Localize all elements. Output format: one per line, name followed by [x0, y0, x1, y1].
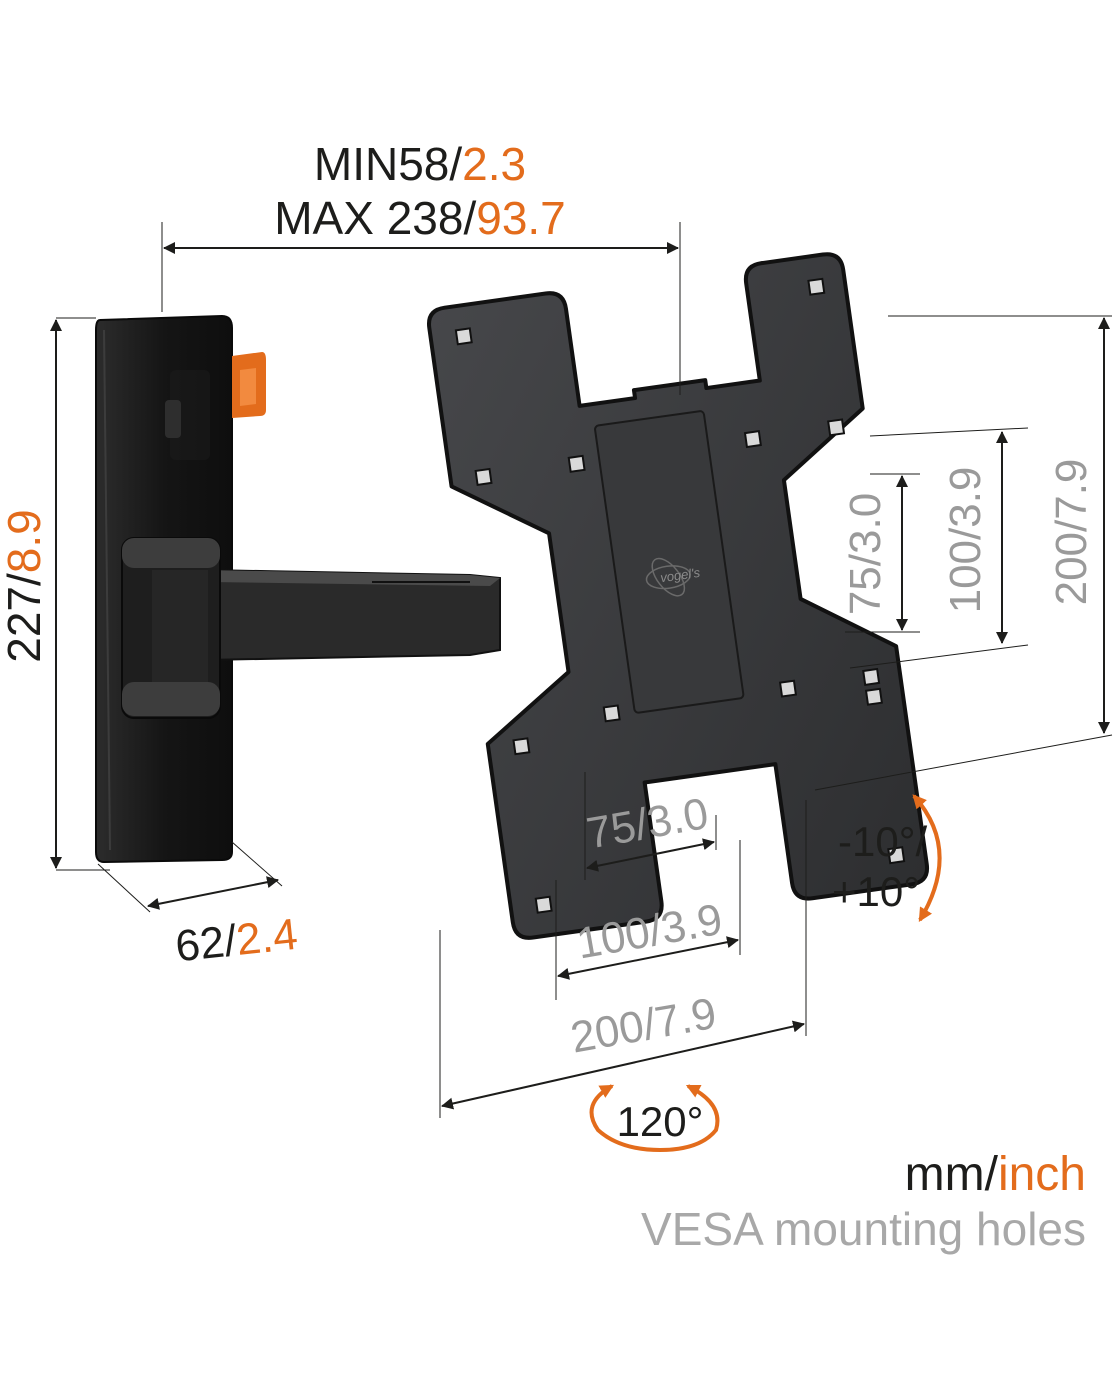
tilt-indicator: -10°/ +10° — [832, 794, 942, 923]
legend: mm/inch VESA mounting holes — [641, 1148, 1086, 1255]
swing-arm — [204, 568, 501, 662]
units-label: mm/inch — [905, 1148, 1086, 1201]
vesa-h-200-label: 200/7.9 — [567, 989, 720, 1063]
brand-label: vogel's — [659, 565, 701, 585]
vesa-v-200-label: 200/7.9 — [1047, 459, 1096, 606]
arm-extension-min-label: MIN58/2.3 — [314, 138, 526, 190]
swivel-indicator: 120° — [589, 1084, 720, 1152]
vesa-plate: vogel's — [427, 252, 930, 940]
vesa-holes — [454, 277, 906, 914]
arm-extension-dimension: MIN58/2.3 MAX 238/93.7 — [161, 138, 681, 395]
vesa-vertical-dimensions: 75/3.0 100/3.9 200/7.9 — [814, 315, 1113, 791]
tilt-line1-label: -10°/ — [838, 818, 927, 865]
wall-depth-dimension: 62/2.4 — [97, 841, 300, 972]
wall-depth-label: 62/2.4 — [173, 910, 300, 972]
orange-release-tab — [232, 352, 266, 418]
vesa-v-100-label: 100/3.9 — [941, 467, 990, 614]
vesa-note: VESA mounting holes — [641, 1203, 1086, 1255]
arm-extension-max-label: MAX 238/93.7 — [274, 192, 566, 244]
vesa-v-75-label: 75/3.0 — [841, 493, 890, 615]
hinge — [121, 537, 221, 719]
curved-double-arrow-icon — [912, 794, 942, 923]
wall-height-dimension: 227/8.9 — [0, 317, 110, 871]
brand-logo: vogel's — [645, 557, 702, 597]
swivel-label: 120° — [617, 1098, 704, 1145]
swivel-arrows-icon — [589, 1084, 720, 1152]
tilt-line2-label: +10° — [832, 868, 920, 915]
vesa-horizontal-dimensions: 75/3.0 100/3.9 200/7.9 — [439, 772, 807, 1118]
wall-height-label: 227/8.9 — [0, 509, 50, 662]
